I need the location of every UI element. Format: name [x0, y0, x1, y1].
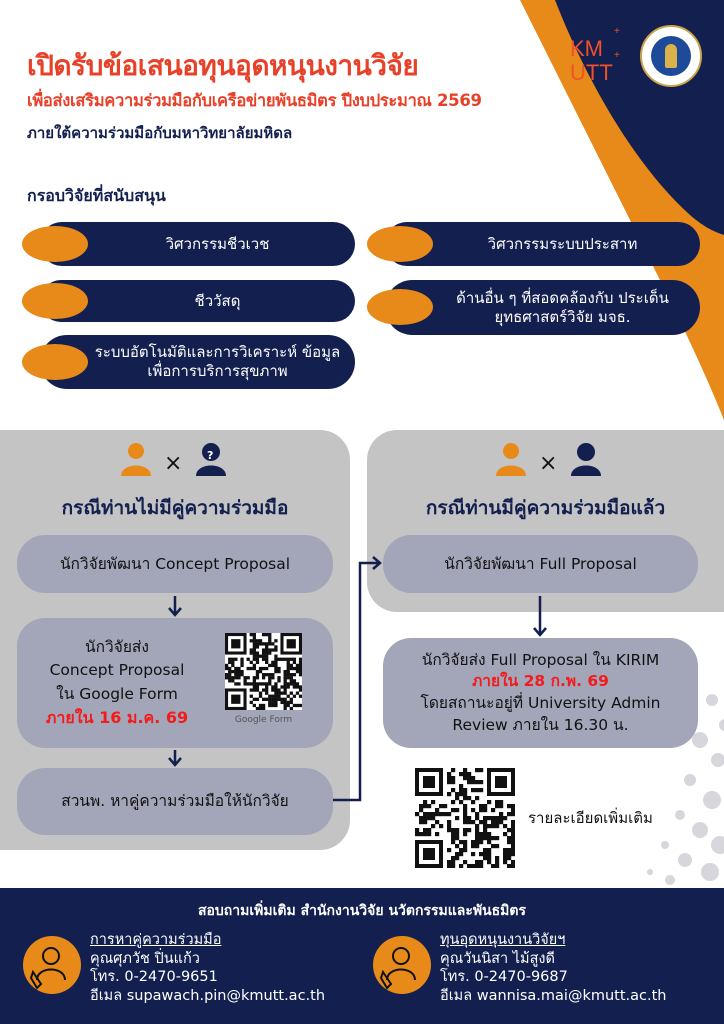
deadline: ภายใน 16 ม.ค. 69: [45, 707, 189, 727]
no-partner-step-3: สวนพ. หาคู่ความร่วมมือให้นักวิจัย: [17, 768, 333, 835]
contact-name: คุณวันนิสา ไม้สูงดี: [440, 950, 555, 967]
framework-item-label: ด้านอื่น ๆ ที่สอดคล้องกับ ประเด็นยุทธศาส…: [456, 288, 669, 326]
bullet-dot: [367, 289, 433, 325]
times-icon: ×: [164, 451, 182, 476]
framework-item-label: ระบบอัตโนมัติและการวิเคราะห์ ข้อมูลเพื่อ…: [94, 343, 341, 380]
bullet-dot: [22, 283, 88, 319]
contact-card: ทุนอุดหนุนงานวิจัยฯ คุณวันนิสา ไม้สูงดี …: [440, 931, 667, 1005]
framework-item: ด้านอื่น ๆ ที่สอดคล้องกับ ประเด็นยุทธศาส…: [385, 280, 700, 335]
contact-topic: ทุนอุดหนุนงานวิจัยฯ: [440, 932, 566, 948]
framework-item-label: วิศวกรรมระบบประสาท: [487, 234, 638, 253]
contact-card: การหาคู่ความร่วมมือ คุณศุภวัช ปิ่นแก้ว โ…: [90, 931, 325, 1005]
bullet-dot: [367, 226, 433, 262]
footer-heading: สอบถามเพิ่มเติม สำนักงานวิจัย นวัตกรรมแล…: [197, 903, 527, 919]
framework-item: วิศวกรรมชีวเวช: [40, 222, 355, 266]
step-text: ใน Google Form: [56, 684, 178, 703]
partner-line: ภายใต้ความร่วมมือกับมหาวิทยาลัยมหิดล: [27, 124, 293, 142]
page-subtitle: เพื่อส่งเสริมความร่วมมือกับเครือข่ายพันธ…: [27, 91, 482, 110]
partner-icon: [571, 443, 601, 476]
researcher-icon: [496, 443, 526, 476]
times-icon: ×: [539, 451, 557, 476]
mahidol-logo: [640, 25, 702, 87]
contact-name: คุณศุภวัช ปิ่นแก้ว: [90, 950, 200, 967]
researcher-icon: [121, 443, 151, 476]
footer: สอบถามเพิ่มเติม สำนักงานวิจัย นวัตกรรมแล…: [0, 888, 724, 1024]
no-partner-step-1: นักวิจัยพัฒนา Concept Proposal: [17, 535, 333, 593]
contact-phone[interactable]: โทร. 0-2470-9651: [90, 969, 218, 986]
google-form-qr-code[interactable]: [225, 633, 302, 710]
bullet-dot: [22, 344, 88, 380]
halftone-dots: [647, 694, 724, 885]
step-text: นักวิจัยส่ง: [85, 638, 149, 657]
contact-email[interactable]: อีเมล wannisa.mai@kmutt.ac.th: [440, 987, 667, 1004]
partner-icons: × ?: [121, 443, 226, 476]
framework-item-label: วิศวกรรมชีวเวช: [165, 234, 270, 253]
contact-topic: การหาคู่ความร่วมมือ: [90, 932, 222, 948]
framework-item-label: ชีววัสดุ: [194, 291, 241, 310]
step-text: Concept Proposal: [49, 661, 185, 680]
more-info-qr-code[interactable]: [415, 768, 515, 868]
step-text: Review ภายใน 16.30 น.: [452, 715, 629, 734]
bullet-dot: [22, 226, 88, 262]
with-partner-step-2: นักวิจัยส่ง Full Proposal ใน KIRIM ภายใน…: [383, 638, 698, 748]
phone-contact-icon: [373, 936, 431, 994]
unknown-partner-icon: ?: [196, 443, 226, 476]
no-partner-title: กรณีท่านไม่มีคู่ความร่วมมือ: [61, 497, 289, 519]
step-text: โดยสถานะอยู่ที่ University Admin: [420, 694, 661, 712]
contact-email[interactable]: อีเมล supawach.pin@kmutt.ac.th: [90, 987, 326, 1004]
svg-text:?: ?: [207, 449, 213, 462]
framework-heading: กรอบวิจัยที่สนับสนุน: [27, 186, 166, 205]
step-text: นักวิจัยส่ง Full Proposal ใน KIRIM: [421, 650, 660, 669]
deadline: ภายใน 28 ก.พ. 69: [472, 672, 609, 691]
phone-contact-icon: [23, 936, 81, 994]
with-partner-title: กรณีท่านมีคู่ความร่วมมือแล้ว: [425, 497, 666, 519]
with-partner-step-1: นักวิจัยพัฒนา Full Proposal: [383, 535, 698, 593]
partner-icons: ×: [496, 443, 601, 476]
more-info-label: รายละเอียดเพิ่มเติม: [528, 809, 653, 827]
framework-item: ชีววัสดุ: [40, 280, 355, 322]
contact-phone[interactable]: โทร. 0-2470-9687: [440, 969, 568, 986]
page-title: เปิดรับข้อเสนอทุนอุดหนุนงานวิจัย: [27, 49, 419, 82]
framework-item: วิศวกรรมระบบประสาท: [385, 222, 700, 266]
framework-item: ระบบอัตโนมัติและการวิเคราะห์ ข้อมูลเพื่อ…: [40, 335, 355, 389]
qr-caption: Google Form: [234, 715, 293, 725]
